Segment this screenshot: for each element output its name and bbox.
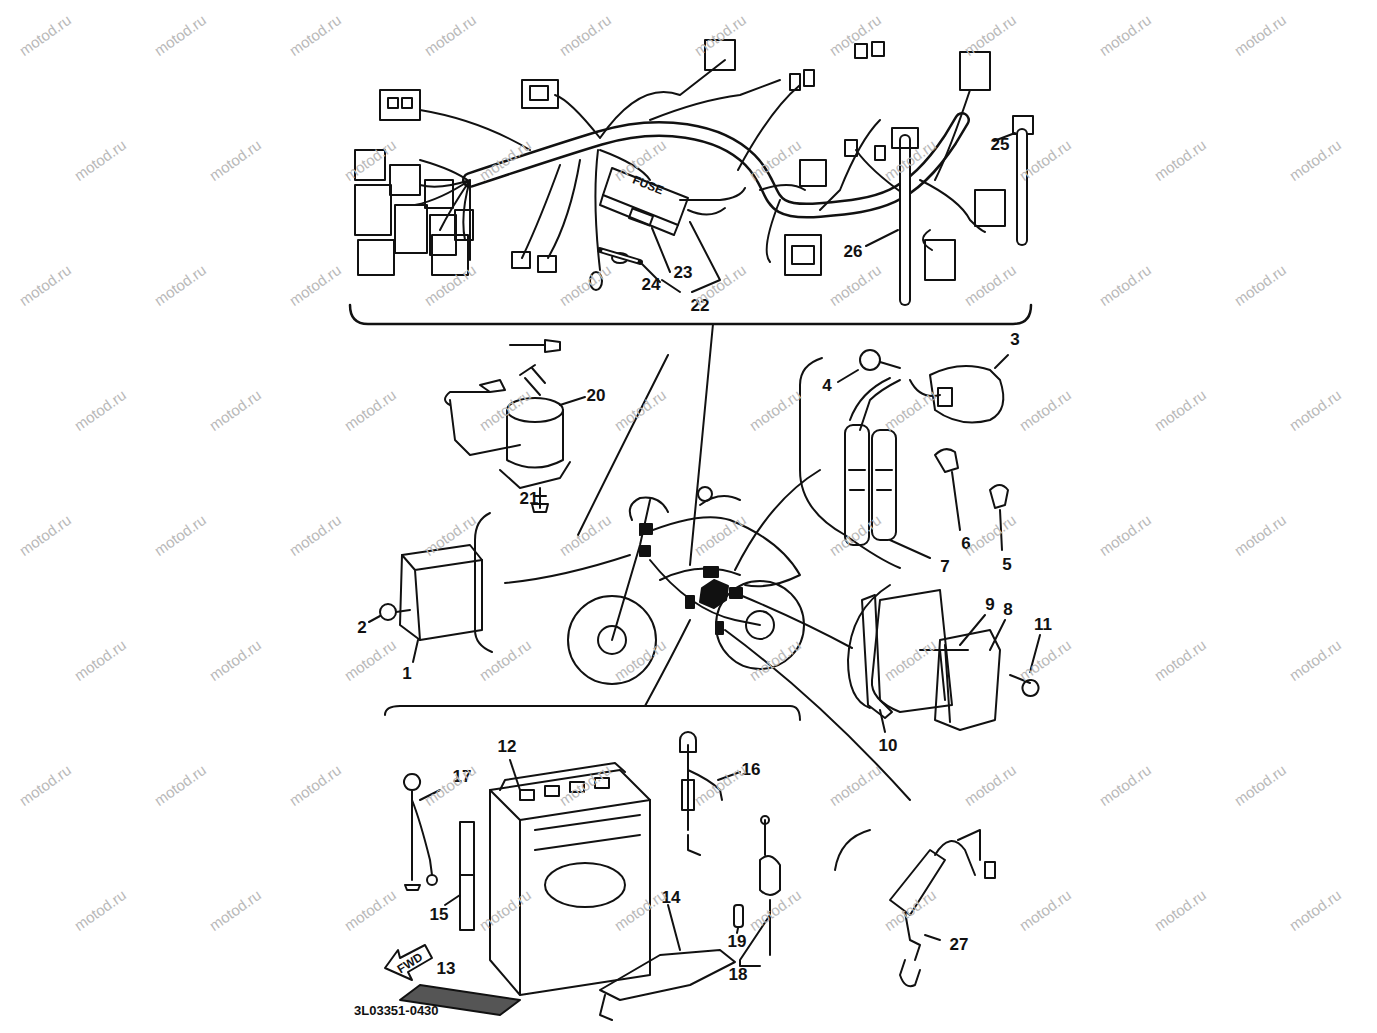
watermark: motod.ru bbox=[206, 387, 263, 433]
watermark: motod.ru bbox=[611, 387, 668, 433]
watermark: motod.ru bbox=[151, 262, 208, 308]
watermark: motod.ru bbox=[556, 262, 613, 308]
callout-number: 26 bbox=[844, 243, 863, 260]
callout-number: 15 bbox=[430, 906, 449, 923]
watermark: motod.ru bbox=[206, 637, 263, 683]
watermark: motod.ru bbox=[1096, 762, 1153, 808]
watermark: motod.ru bbox=[421, 512, 478, 558]
watermark: motod.ru bbox=[341, 387, 398, 433]
watermark: motod.ru bbox=[1016, 637, 1073, 683]
watermark: motod.ru bbox=[286, 762, 343, 808]
watermark: motod.ru bbox=[16, 762, 73, 808]
watermark: motod.ru bbox=[1286, 137, 1343, 183]
watermark: motod.ru bbox=[1286, 387, 1343, 433]
watermark: motod.ru bbox=[151, 12, 208, 58]
part-code: 3L03351-0430 bbox=[354, 1004, 439, 1017]
watermark: motod.ru bbox=[1231, 762, 1288, 808]
watermark: motod.ru bbox=[151, 512, 208, 558]
watermark: motod.ru bbox=[1096, 12, 1153, 58]
callout-number: 12 bbox=[498, 738, 517, 755]
watermark: motod.ru bbox=[341, 637, 398, 683]
callout-number: 2 bbox=[357, 619, 366, 636]
watermark: motod.ru bbox=[476, 637, 533, 683]
watermark: motod.ru bbox=[1286, 637, 1343, 683]
callout-number: 3 bbox=[1010, 331, 1019, 348]
watermark: motod.ru bbox=[476, 887, 533, 933]
callout-number: 8 bbox=[1003, 601, 1012, 618]
watermark: motod.ru bbox=[826, 262, 883, 308]
fuse-text: FUSE bbox=[631, 173, 665, 196]
callout-number: 1 bbox=[402, 665, 411, 682]
watermark: motod.ru bbox=[286, 262, 343, 308]
callout-number: 20 bbox=[587, 387, 606, 404]
watermark: motod.ru bbox=[16, 512, 73, 558]
watermark: motod.ru bbox=[746, 387, 803, 433]
watermark: motod.ru bbox=[341, 887, 398, 933]
watermark: motod.ru bbox=[691, 762, 748, 808]
watermark: motod.ru bbox=[826, 762, 883, 808]
watermark: motod.ru bbox=[286, 512, 343, 558]
watermark: motod.ru bbox=[556, 762, 613, 808]
watermark: motod.ru bbox=[1151, 887, 1208, 933]
watermark: motod.ru bbox=[881, 887, 938, 933]
watermark: motod.ru bbox=[1016, 887, 1073, 933]
callout-number: 27 bbox=[950, 936, 969, 953]
watermark: motod.ru bbox=[16, 12, 73, 58]
watermark: motod.ru bbox=[1096, 512, 1153, 558]
watermark: motod.ru bbox=[71, 887, 128, 933]
watermark: motod.ru bbox=[1151, 637, 1208, 683]
watermark: motod.ru bbox=[16, 262, 73, 308]
watermark: motod.ru bbox=[206, 137, 263, 183]
watermark: motod.ru bbox=[1016, 387, 1073, 433]
watermark: motod.ru bbox=[1096, 262, 1153, 308]
watermark: motod.ru bbox=[691, 12, 748, 58]
watermark: motod.ru bbox=[151, 762, 208, 808]
watermark: motod.ru bbox=[421, 762, 478, 808]
watermark: motod.ru bbox=[961, 262, 1018, 308]
watermark: motod.ru bbox=[286, 12, 343, 58]
watermark: motod.ru bbox=[881, 637, 938, 683]
callout-number: 25 bbox=[991, 136, 1010, 153]
watermark: motod.ru bbox=[1151, 387, 1208, 433]
watermark: motod.ru bbox=[421, 12, 478, 58]
callout-number: 21 bbox=[520, 490, 539, 507]
callout-number: 4 bbox=[822, 377, 831, 394]
watermark: motod.ru bbox=[71, 387, 128, 433]
watermark: motod.ru bbox=[206, 887, 263, 933]
callout-number: 9 bbox=[985, 596, 994, 613]
watermark: motod.ru bbox=[746, 637, 803, 683]
callout-number: 24 bbox=[642, 276, 661, 293]
watermark: motod.ru bbox=[691, 512, 748, 558]
callout-number: 10 bbox=[879, 737, 898, 754]
callout-number: 19 bbox=[728, 933, 747, 950]
watermark: motod.ru bbox=[1231, 512, 1288, 558]
watermark: motod.ru bbox=[611, 887, 668, 933]
watermark: motod.ru bbox=[826, 512, 883, 558]
watermark: motod.ru bbox=[71, 637, 128, 683]
watermark: motod.ru bbox=[1231, 12, 1288, 58]
watermark: motod.ru bbox=[1286, 887, 1343, 933]
watermark: motod.ru bbox=[476, 387, 533, 433]
watermark: motod.ru bbox=[881, 387, 938, 433]
callout-number: 5 bbox=[1002, 556, 1011, 573]
watermark: motod.ru bbox=[691, 262, 748, 308]
callout-number: 7 bbox=[940, 558, 949, 575]
watermark: motod.ru bbox=[961, 762, 1018, 808]
callout-number: 23 bbox=[674, 264, 693, 281]
callout-number: 13 bbox=[437, 960, 456, 977]
watermark: motod.ru bbox=[1151, 137, 1208, 183]
callout-number: 11 bbox=[1034, 616, 1052, 633]
callout-number: 18 bbox=[729, 966, 748, 983]
watermark: motod.ru bbox=[421, 262, 478, 308]
watermark: motod.ru bbox=[556, 12, 613, 58]
watermark: motod.ru bbox=[71, 137, 128, 183]
watermark: motod.ru bbox=[1231, 262, 1288, 308]
